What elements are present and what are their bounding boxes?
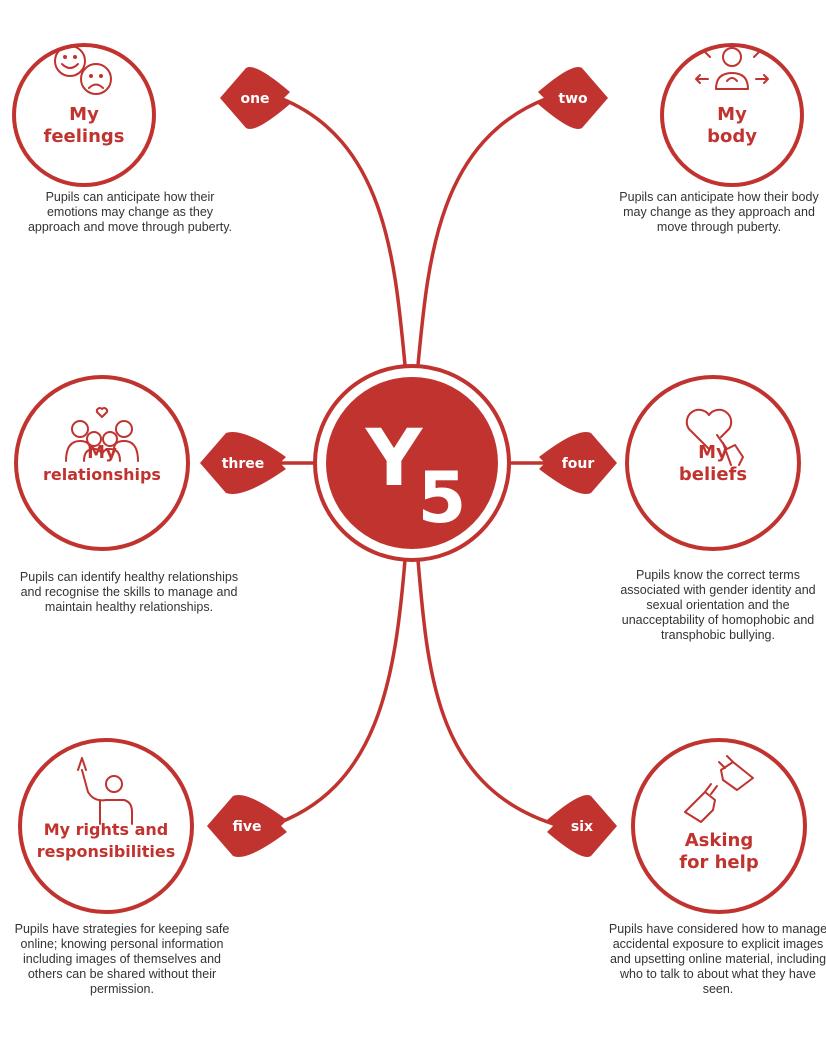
connector-lines	[268, 96, 562, 828]
connector-five	[268, 558, 407, 828]
tag-five: five	[207, 795, 287, 857]
description-six: Pupils have considered how to manage acc…	[608, 922, 826, 996]
connector-one	[278, 96, 407, 367]
topic-title-two-line-1: My	[717, 104, 747, 125]
tag-shape-six	[547, 795, 617, 857]
topic-title-four-line-2: beliefs	[679, 464, 747, 485]
raised-hand-icon	[77, 757, 133, 825]
topic-title-one-line-1: My	[69, 104, 99, 125]
tag-shape-five	[207, 795, 287, 857]
topic-circle-three	[14, 375, 190, 551]
people-group-heart-icon	[65, 407, 139, 462]
topic-title-three-line-2: relationships	[43, 465, 161, 484]
tag-label-four: four	[562, 456, 595, 472]
tag-label-three: three	[222, 456, 265, 472]
topic-title-one-line-2: feelings	[44, 126, 125, 147]
tag-label-two: two	[558, 91, 588, 107]
topic-circle-five	[18, 738, 194, 914]
topics-layer: oneMyfeelingstwoMybodythreeMyrelationshi…	[12, 43, 807, 914]
tag-shape-two	[538, 67, 608, 129]
description-three: Pupils can identify healthy relationship…	[19, 570, 239, 614]
description-one: Pupils can anticipate how their emotions…	[27, 190, 233, 234]
topic-title-four-line-1: My	[698, 442, 728, 463]
topic-title-six-line-1: Asking	[685, 830, 753, 851]
tag-six: six	[547, 795, 617, 857]
tag-label-five: five	[233, 819, 262, 835]
tag-one: one	[220, 67, 290, 129]
helping-hands-icon	[684, 755, 754, 823]
center-number: 5	[418, 457, 467, 539]
center-badge: Y 5	[313, 364, 511, 562]
description-four: Pupils know the correct terms associated…	[620, 568, 816, 642]
topic-title-five-line-1: My rights and	[44, 820, 169, 839]
tag-shape-four	[539, 432, 617, 494]
connector-six	[416, 558, 562, 828]
happy-sad-faces-icon	[54, 45, 112, 95]
topic-three: three My relationships	[14, 375, 286, 551]
topic-five: five My rights and responsibilities	[18, 738, 287, 914]
topic-title-two-line-2: body	[707, 126, 757, 147]
tag-shape-one	[220, 67, 290, 129]
body-change-icon	[695, 47, 769, 90]
description-two: Pupils can anticipate how their body may…	[619, 190, 819, 234]
tag-four: four	[539, 432, 617, 494]
topic-title-six-line-2: for help	[679, 852, 759, 873]
center-letter: Y	[365, 414, 424, 504]
topic-circle-one	[12, 43, 156, 187]
topic-circle-six	[631, 738, 807, 914]
tag-shape-three	[200, 432, 286, 494]
tag-label-one: one	[240, 91, 269, 107]
connector-two	[416, 96, 550, 367]
heart-hand-icon	[685, 408, 744, 466]
tag-two: two	[538, 67, 608, 129]
topic-title-five-line-2: responsibilities	[37, 842, 176, 861]
topic-title-three-line-1: My	[87, 442, 117, 463]
description-five: Pupils have strategies for keeping safe …	[14, 922, 230, 996]
tag-label-six: six	[571, 819, 593, 835]
tag-three: three	[200, 432, 286, 494]
topic-circle-four	[625, 375, 801, 551]
